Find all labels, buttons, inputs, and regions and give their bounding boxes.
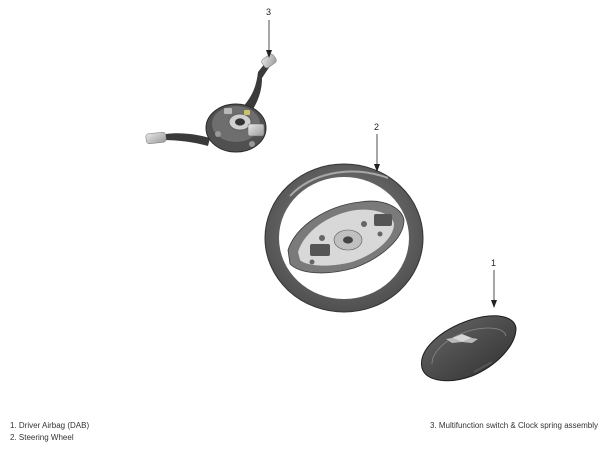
legend-item-2: 2. Steering Wheel [10, 433, 74, 442]
callout-1: 1 [491, 258, 497, 308]
legend-right: 3. Multifunction switch & Clock spring a… [430, 420, 598, 432]
driver-airbag-illustration [421, 315, 517, 382]
callout-number-2: 2 [374, 122, 379, 132]
callout-2: 2 [374, 122, 380, 172]
callout-number-3: 3 [266, 7, 271, 17]
callout-3: 3 [266, 7, 272, 58]
legend-item-3: 3. Multifunction switch & Clock spring a… [429, 421, 598, 430]
callout-number-1: 1 [491, 258, 496, 268]
legend-left: 1. Driver Airbag (DAB) 2. Steering Wheel [10, 420, 89, 444]
multifunction-switch-illustration [145, 53, 277, 153]
steering-wheel-illustration [264, 163, 424, 313]
legend-item-1: 1. Driver Airbag (DAB) [10, 421, 90, 430]
